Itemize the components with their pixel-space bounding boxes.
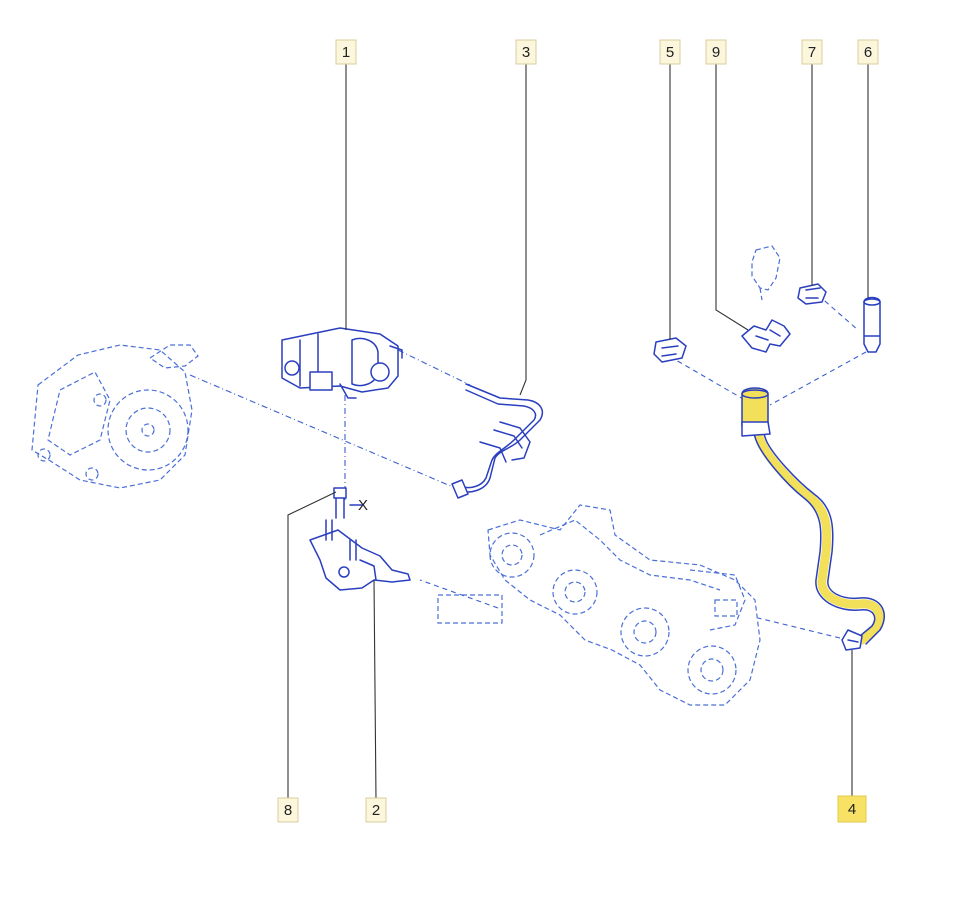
label-2-text: 2 — [372, 802, 380, 819]
sensor-ghost — [751, 245, 781, 301]
label-5-text: 5 — [666, 44, 674, 61]
part-7-clamp — [797, 283, 827, 305]
vacuum-pump-ghost — [31, 344, 199, 489]
label-1-text: 1 — [342, 44, 350, 61]
part-5-clamp — [653, 337, 687, 363]
part-3-vacuum-hose — [451, 383, 544, 499]
label-3-text: 3 — [522, 44, 530, 61]
part-1-solenoid-valve — [281, 327, 403, 399]
leader-lines — [287, 64, 869, 801]
part-4-hose-highlighted — [741, 387, 885, 651]
part-9-bracket — [741, 319, 791, 353]
label-7: 7 — [801, 39, 823, 65]
part-6-connector — [863, 296, 881, 353]
label-7-text: 7 — [808, 44, 816, 61]
assembly-lines — [189, 294, 867, 639]
label-4-text: 4 — [848, 801, 856, 818]
label-3: 3 — [515, 39, 537, 65]
label-9-text: 9 — [712, 44, 720, 61]
label-1: 1 — [335, 39, 357, 65]
label-6-text: 6 — [864, 44, 872, 61]
dimension-mark: X — [358, 497, 368, 514]
part-2-bracket — [309, 519, 411, 591]
label-5: 5 — [659, 39, 681, 65]
exhaust-manifold-ghost — [487, 504, 761, 706]
label-8: 8 — [277, 797, 299, 823]
label-8-text: 8 — [284, 802, 292, 819]
part-8-bolt — [333, 487, 363, 519]
label-4-highlighted: 4 — [837, 795, 867, 823]
label-9: 9 — [705, 39, 727, 65]
label-6: 6 — [857, 39, 879, 65]
label-2: 2 — [365, 797, 387, 823]
ghost-connector-box — [437, 594, 503, 624]
